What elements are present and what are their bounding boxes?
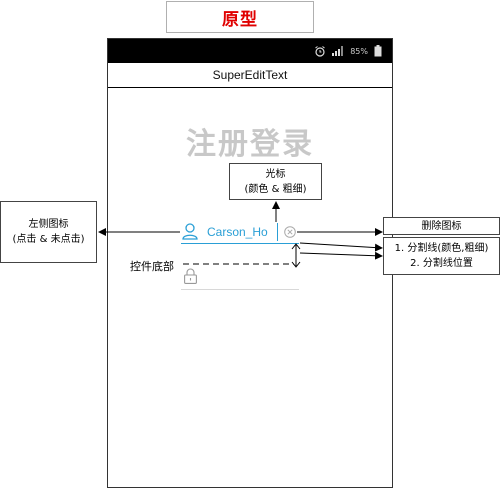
text-cursor	[277, 223, 278, 241]
arrow-divider-2	[299, 251, 383, 260]
signal-icon	[332, 46, 344, 56]
arrow-divider-1	[299, 242, 383, 252]
annotation-control-bottom: 控件底部	[130, 260, 174, 273]
username-input[interactable]: Carson_Ho	[207, 225, 268, 239]
alarm-icon	[315, 46, 326, 57]
app-bar: SuperEditText	[108, 63, 392, 88]
annotation-cursor: 光标 (颜色 & 粗细)	[229, 163, 322, 200]
annotation-left-icon: 左侧图标 (点击 & 未点击)	[0, 201, 97, 263]
annotation-left-icon-detail: (点击 & 未点击)	[12, 234, 85, 245]
password-divider	[181, 289, 299, 290]
annotation-divider-line2: 2. 分割线位置	[410, 258, 473, 269]
page-title: 原型	[166, 1, 314, 33]
clear-icon[interactable]	[284, 226, 296, 238]
status-bar: 85%	[108, 39, 392, 63]
lock-icon[interactable]	[184, 268, 197, 284]
annotation-clear-icon-title: 删除图标	[421, 220, 462, 232]
annotation-cursor-title: 光标	[265, 168, 286, 180]
app-heading: 注册登录	[186, 127, 314, 162]
user-icon[interactable]	[182, 222, 198, 240]
annotation-divider-line1: 1. 分割线(颜色,粗细)	[394, 243, 489, 254]
battery-icon	[374, 45, 382, 57]
username-divider	[181, 243, 299, 244]
phone-frame: 85% SuperEditText 注册登录	[107, 38, 393, 488]
battery-level: 85%	[350, 46, 368, 56]
app-bar-title: SuperEditText	[212, 68, 288, 82]
annotation-left-icon-title: 左侧图标	[28, 219, 69, 230]
annotation-cursor-detail: (颜色 & 粗细)	[244, 183, 307, 195]
